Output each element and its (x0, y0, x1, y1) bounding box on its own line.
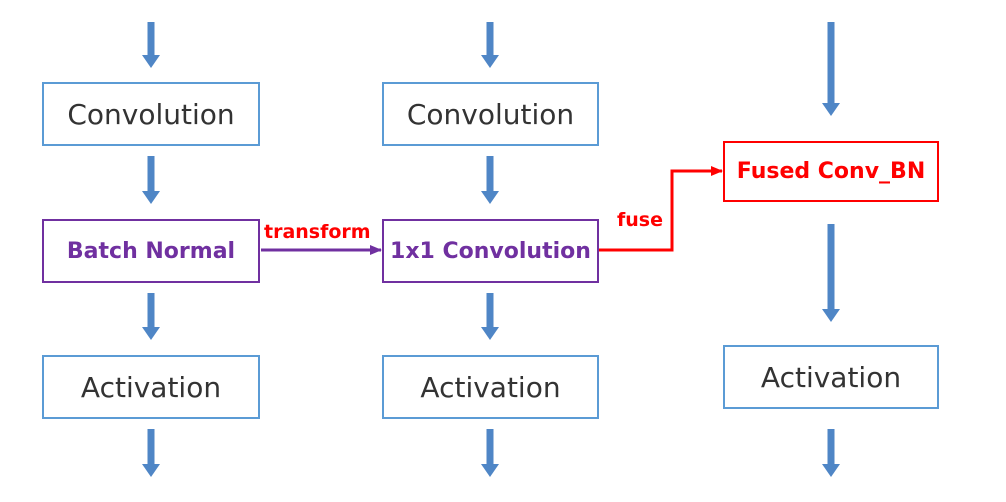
flow-arrow-col2-conv-to-1x1 (481, 156, 499, 204)
col2-convolution-label: Convolution (406, 97, 575, 131)
fused-conv-bn-box: Fused Conv_BN (723, 141, 939, 202)
flow-arrow-col1-top (142, 22, 160, 68)
col3-activation-label: Activation (760, 360, 902, 394)
col1-activation-label: Activation (80, 370, 222, 404)
flow-arrow-col2-bottom (481, 429, 499, 477)
col1-activation-box: Activation (42, 355, 260, 419)
flow-arrow-col1-conv-to-bn (142, 156, 160, 204)
flow-arrow-col3-bottom (822, 429, 840, 477)
fuse-edge (599, 166, 723, 252)
batch-normal-label: Batch Normal (66, 238, 236, 264)
batch-normal-box: Batch Normal (42, 219, 260, 283)
col1-convolution-label: Convolution (67, 97, 235, 131)
flow-arrow-col2-top (481, 22, 499, 68)
fuse-edge-label: fuse (617, 209, 663, 231)
col2-activation-label: Activation (420, 370, 561, 404)
col3-activation-box: Activation (723, 345, 939, 409)
flow-arrow-col1-bn-to-act (142, 293, 160, 340)
col2-convolution-box: Convolution (382, 82, 599, 146)
flow-arrow-col2-1x1-to-act (481, 293, 499, 340)
one-by-one-convolution-box: 1x1 Convolution (382, 219, 599, 283)
col2-activation-box: Activation (382, 355, 599, 419)
one-by-one-convolution-label: 1x1 Convolution (390, 238, 591, 264)
col1-convolution-box: Convolution (42, 82, 260, 146)
transform-edge-label: transform (264, 221, 371, 243)
flow-arrow-col1-bottom (142, 429, 160, 477)
fused-conv-bn-label: Fused Conv_BN (736, 159, 926, 184)
flow-arrow-col3-fused-to-act (822, 224, 840, 322)
flow-arrow-col3-top (822, 22, 840, 116)
